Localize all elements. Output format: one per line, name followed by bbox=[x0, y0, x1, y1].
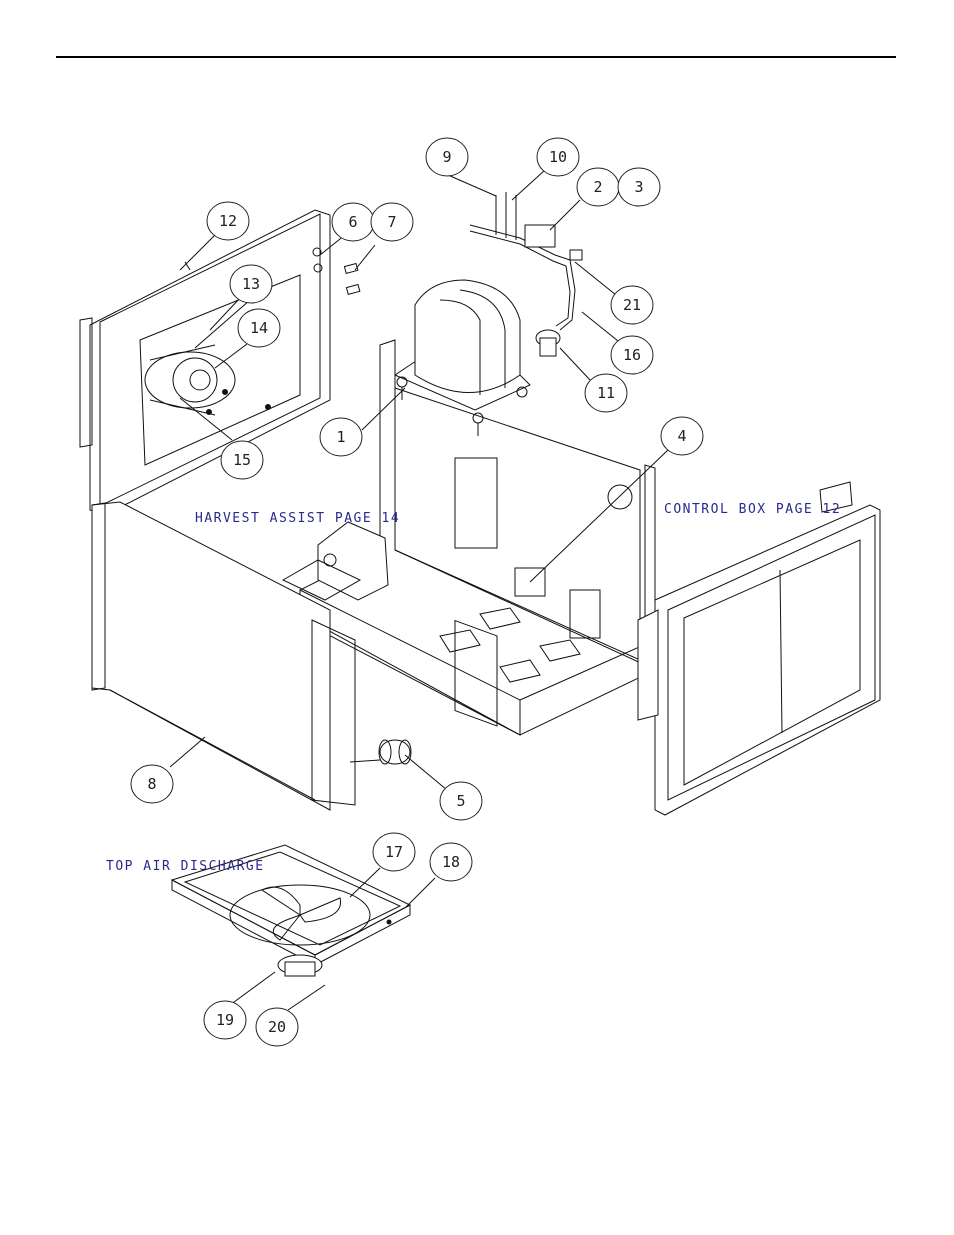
callout-14-label: 14 bbox=[250, 319, 268, 337]
callout-10-label: 10 bbox=[549, 148, 567, 166]
callout-13: 13 bbox=[229, 264, 273, 304]
harvest-assist-assembly bbox=[281, 521, 389, 601]
side-panel bbox=[91, 501, 356, 811]
callout-18: 18 bbox=[429, 842, 473, 882]
callout-20-label: 20 bbox=[268, 1018, 286, 1036]
callout-15-label: 15 bbox=[233, 451, 251, 469]
control-box-note: CONTROL BOX PAGE 12 bbox=[664, 502, 841, 517]
fan-motor bbox=[144, 344, 271, 416]
callout-9-label: 9 bbox=[442, 148, 451, 166]
callout-9: 9 bbox=[425, 137, 469, 177]
callout-2-label: 2 bbox=[593, 178, 602, 196]
callout-3: 3 bbox=[617, 167, 661, 207]
callout-17-label: 17 bbox=[385, 843, 403, 861]
callout-12-label: 12 bbox=[219, 212, 237, 230]
top-air-discharge-assembly bbox=[170, 844, 412, 977]
fasteners bbox=[343, 262, 361, 296]
top-air-discharge-note: TOP AIR DISCHARGE bbox=[106, 859, 265, 874]
callout-10: 10 bbox=[536, 137, 580, 177]
callout-5: 5 bbox=[439, 781, 483, 821]
pump bbox=[349, 739, 412, 765]
callout-8: 8 bbox=[130, 764, 174, 804]
callout-19: 19 bbox=[203, 1000, 247, 1040]
callout-2: 2 bbox=[576, 167, 620, 207]
callout-16: 16 bbox=[610, 335, 654, 375]
callout-19-label: 19 bbox=[216, 1011, 234, 1029]
callout-13-label: 13 bbox=[242, 275, 260, 293]
callout-7-label: 7 bbox=[387, 213, 396, 231]
callout-21: 21 bbox=[610, 285, 654, 325]
callout-4: 4 bbox=[660, 416, 704, 456]
callout-11: 11 bbox=[584, 373, 628, 413]
callout-17: 17 bbox=[372, 832, 416, 872]
compressor bbox=[393, 279, 531, 436]
callout-5-label: 5 bbox=[456, 792, 465, 810]
callout-4-label: 4 bbox=[677, 427, 686, 445]
harvest-assist-note: HARVEST ASSIST PAGE 14 bbox=[195, 511, 400, 526]
callout-14: 14 bbox=[237, 308, 281, 348]
callout-16-label: 16 bbox=[623, 346, 641, 364]
callout-1: 1 bbox=[319, 417, 363, 457]
callout-1-label: 1 bbox=[336, 428, 345, 446]
header-rule bbox=[56, 56, 896, 58]
line-set bbox=[469, 192, 583, 357]
callout-6-label: 6 bbox=[348, 213, 357, 231]
callout-15: 15 bbox=[220, 440, 264, 480]
callout-18-label: 18 bbox=[442, 853, 460, 871]
callout-6: 6 bbox=[331, 202, 375, 242]
callout-21-label: 21 bbox=[623, 296, 641, 314]
callout-12: 12 bbox=[206, 201, 250, 241]
callout-8-label: 8 bbox=[147, 775, 156, 793]
control-box bbox=[637, 481, 881, 816]
callout-3-label: 3 bbox=[634, 178, 643, 196]
callout-11-label: 11 bbox=[597, 384, 615, 402]
leader-lines bbox=[169, 169, 669, 1011]
callout-20: 20 bbox=[255, 1007, 299, 1047]
callout-7: 7 bbox=[370, 202, 414, 242]
